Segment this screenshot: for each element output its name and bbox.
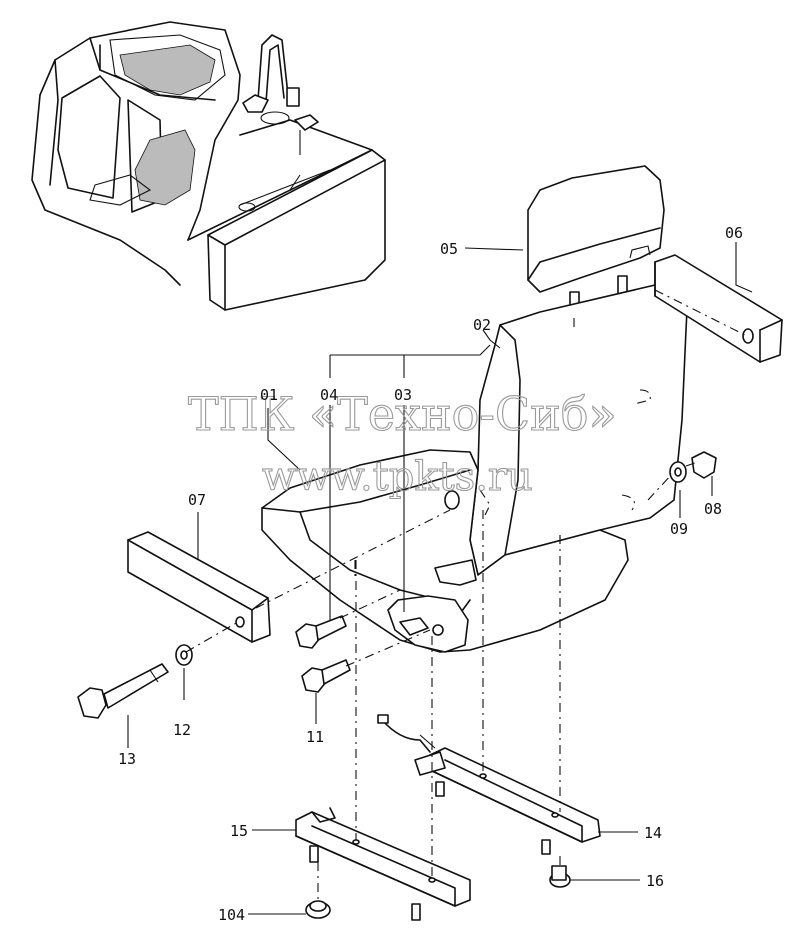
armrest-right	[654, 254, 783, 363]
bolt-104	[305, 900, 331, 919]
bolt-long	[77, 663, 169, 719]
callout-04: 04	[320, 386, 338, 404]
slide-rail-left	[295, 807, 471, 921]
leader-lines	[127, 242, 753, 915]
callout-08: 08	[704, 500, 722, 518]
callout-16: 16	[646, 872, 664, 890]
bolt-04	[295, 615, 347, 649]
callout-06: 06	[725, 224, 743, 242]
armrest-left	[127, 531, 271, 643]
callout-15: 15	[230, 822, 248, 840]
callout-12: 12	[173, 721, 191, 739]
callout-02: 02	[473, 316, 491, 334]
watermark-url: www.tpkts.ru	[262, 454, 533, 500]
callout-03: 03	[394, 386, 412, 404]
seat-cushion	[261, 449, 629, 653]
assembly-lines	[185, 289, 746, 900]
bolt-16	[549, 865, 571, 888]
callout-09: 09	[670, 520, 688, 538]
watermark-company: ТПК «Техно-Сиб»	[188, 387, 617, 441]
callout-11: 11	[306, 728, 324, 746]
slide-rail-right	[377, 714, 601, 855]
callout-01: 01	[260, 386, 278, 404]
nut-08	[691, 451, 717, 479]
callout-13: 13	[118, 750, 136, 768]
callout-07: 07	[188, 491, 206, 509]
callout-104: 104	[218, 906, 245, 924]
callout-14: 14	[644, 824, 662, 842]
excavator-cab-overview	[31, 21, 386, 311]
callout-05: 05	[440, 240, 458, 258]
bolt-11	[301, 659, 351, 693]
